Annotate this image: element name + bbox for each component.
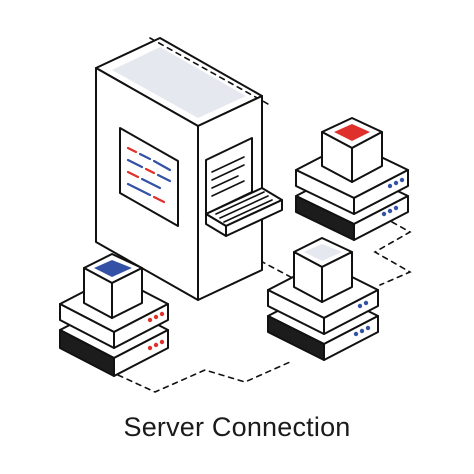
cube-icon: [83, 253, 143, 319]
cube-icon: [321, 117, 383, 183]
server-stack-left: [59, 253, 169, 377]
cube-icon: [293, 237, 353, 303]
keyboard-icon: [205, 187, 283, 237]
server-stack-right-top: [295, 117, 409, 241]
server-stack-right-bottom: [267, 237, 379, 361]
caption-title: Server Connection: [123, 412, 351, 442]
server-tower-icon: [95, 37, 283, 301]
